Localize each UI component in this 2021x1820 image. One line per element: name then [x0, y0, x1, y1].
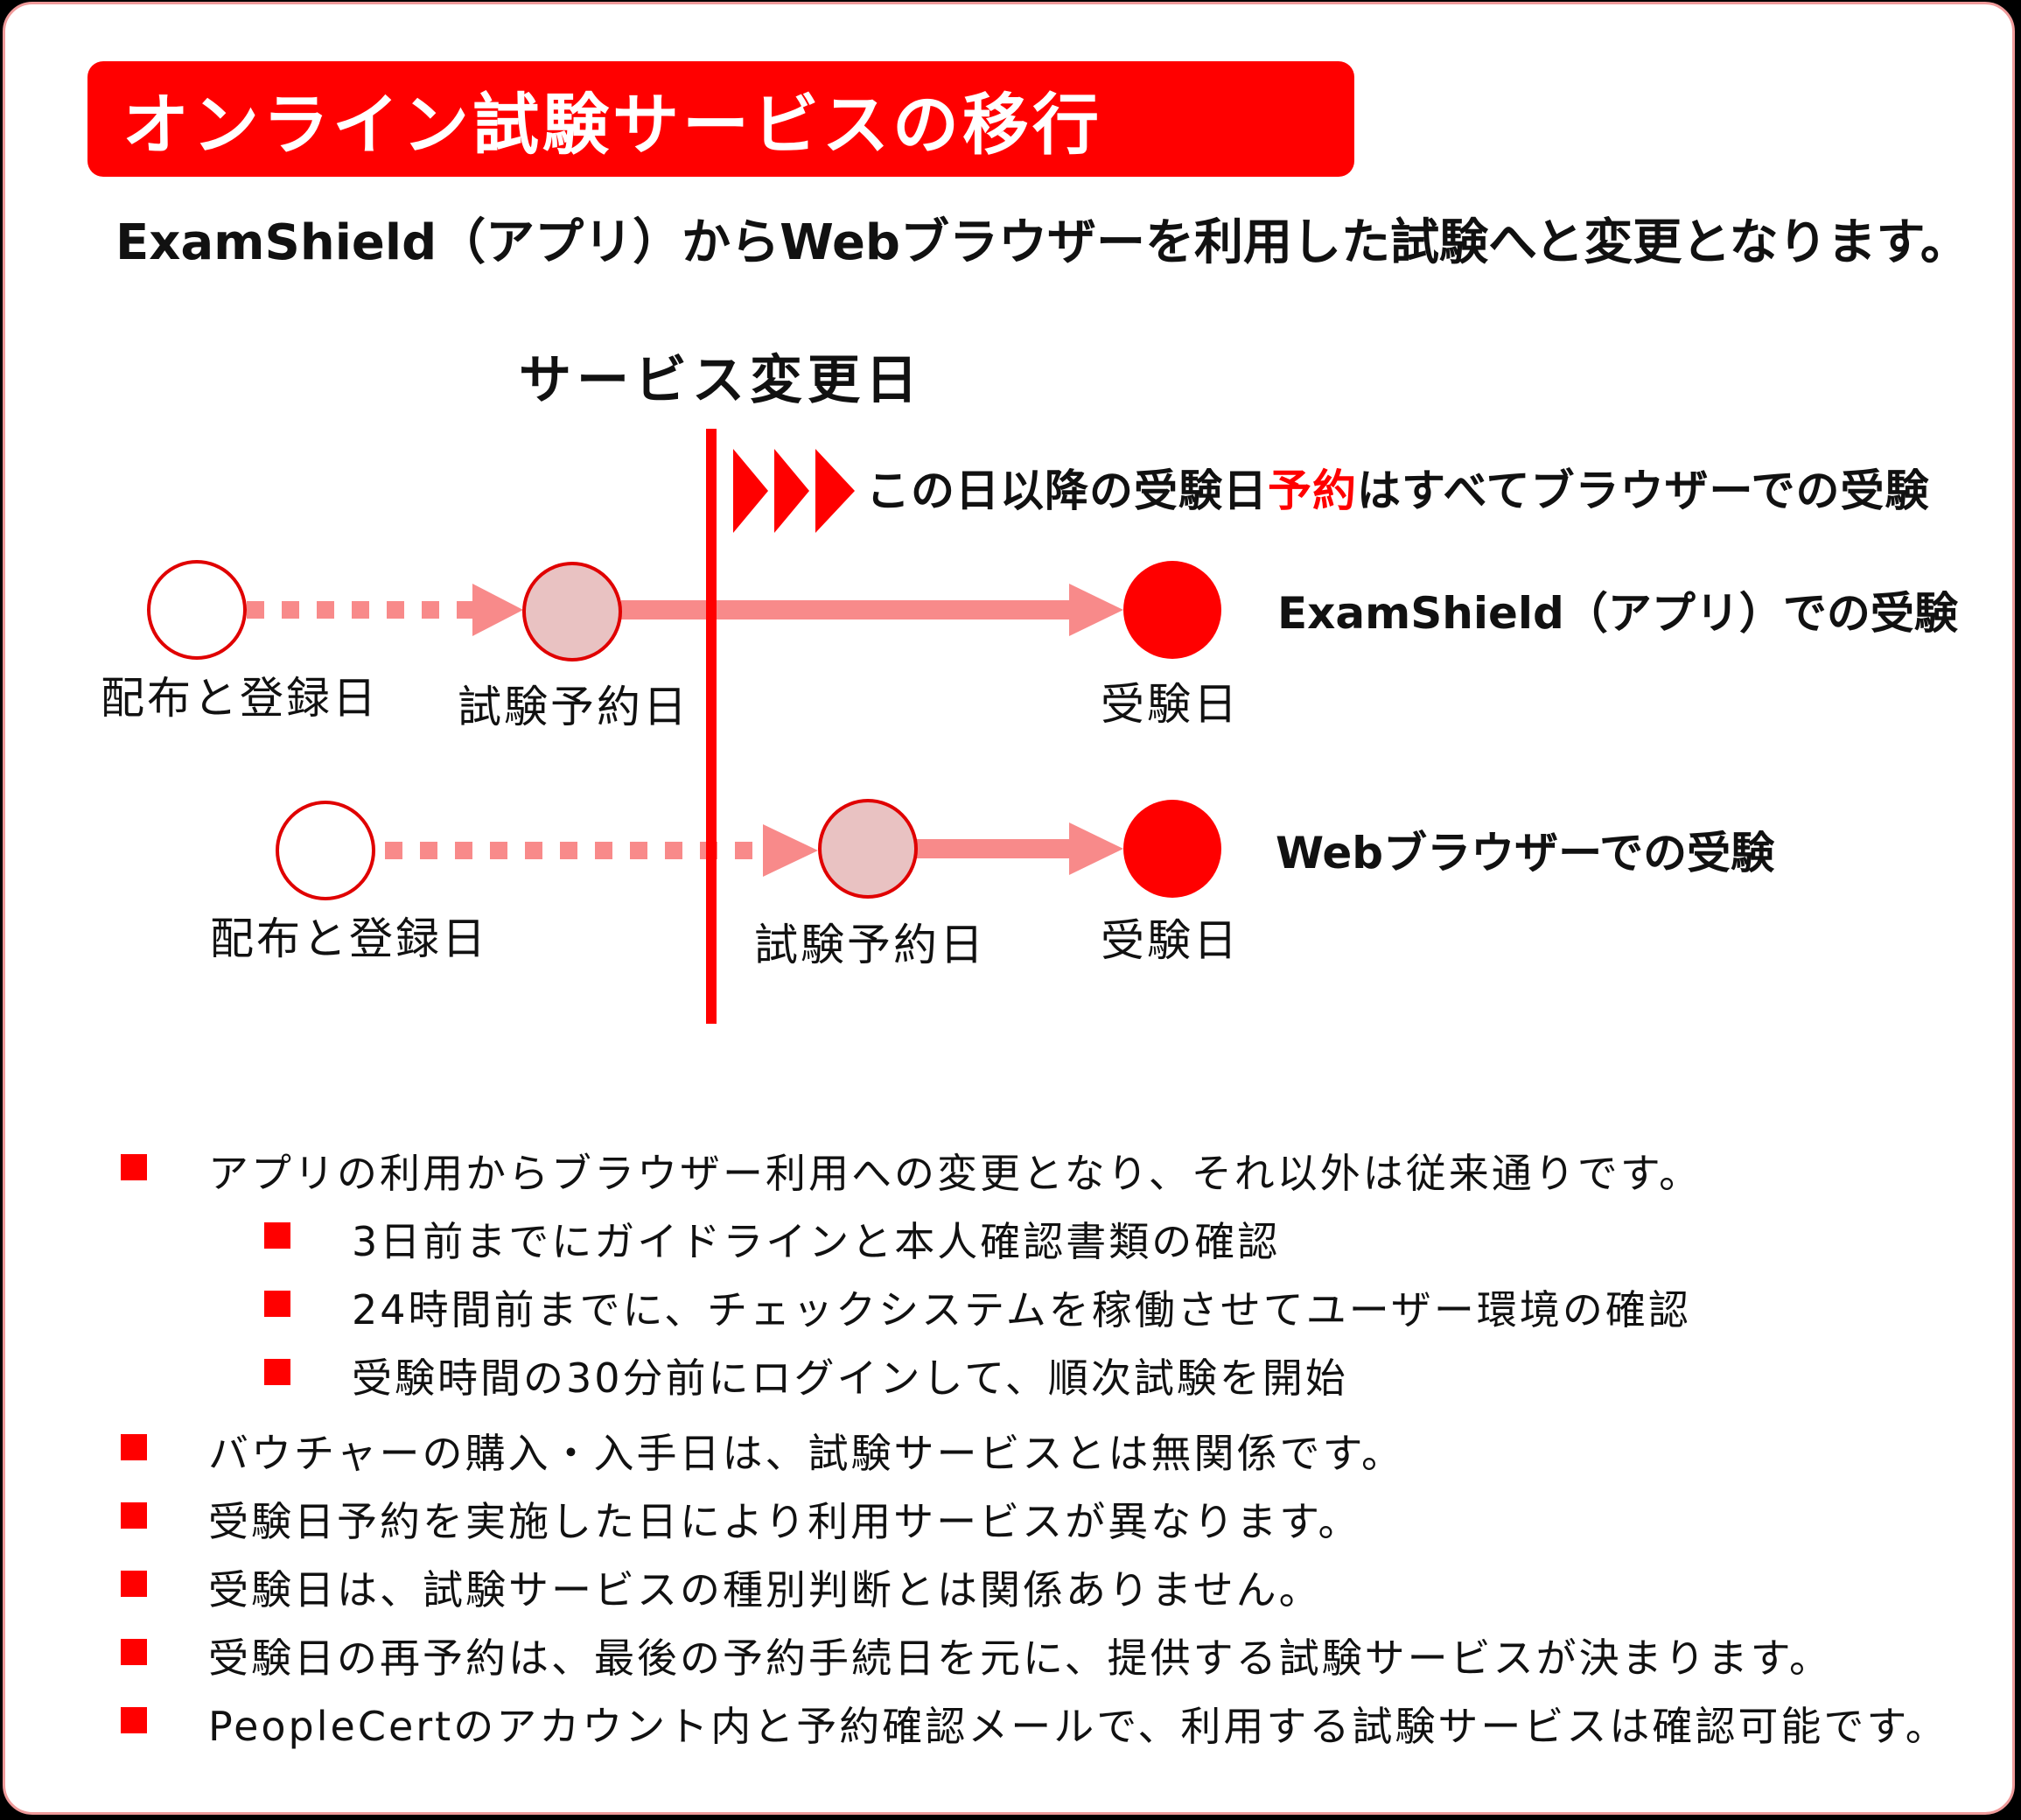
row2-service-label: Webブラウザーでの受験	[1276, 828, 1775, 878]
bullet-square-icon	[121, 1502, 147, 1529]
page-title: オンライン試験サービスの移行	[122, 86, 1102, 164]
row2-exam-node	[1123, 800, 1221, 898]
bullet-square-icon	[264, 1291, 290, 1317]
row2-reserve-label: 試験予約日	[754, 920, 986, 970]
bullet-square-icon	[121, 1639, 147, 1665]
change-day-label: サービス変更日	[519, 350, 923, 411]
row1-exam-label: 受験日	[1101, 679, 1240, 730]
row1-exam-node	[1123, 561, 1221, 659]
slide-card	[3, 2, 2015, 1815]
row1-service-label: ExamShield（アプリ）での受験	[1277, 588, 1959, 639]
arrow-note: この日以降の受験日予約はすべてブラウザーでの受験	[866, 466, 1930, 516]
timeline-diagram: サービス変更日 この日以降の受験日予約はすべてブラウザーでの受験 配布と登録日 …	[101, 350, 1959, 1024]
arrow-note-pre: この日以降の受験日	[866, 466, 1268, 516]
row2-start-node	[276, 801, 375, 900]
row1-solid-arrowhead	[1069, 584, 1123, 636]
bullet-square-icon	[264, 1359, 290, 1385]
row1-reserve-node	[522, 562, 622, 662]
row2-dotted-arrowhead	[763, 824, 818, 877]
arrow-note-post: はすべてブラウザーでの受験	[1357, 466, 1930, 516]
bullet-square-icon	[121, 1571, 147, 1597]
subtitle: ExamShield（アプリ）からWebブラウザーを利用した試験へと変更となりま…	[115, 214, 1969, 271]
bullet-square-icon	[121, 1154, 147, 1180]
bullet-square-icon	[121, 1434, 147, 1460]
title-banner: オンライン試験サービスの移行	[87, 61, 1354, 177]
bullet-square-icon	[264, 1222, 290, 1249]
row2-reserve-node	[818, 799, 918, 899]
row1-start-node	[147, 560, 247, 660]
row2-exam-label: 受験日	[1101, 915, 1240, 966]
row1-start-label: 配布と登録日	[101, 673, 379, 724]
row2-start-label: 配布と登録日	[210, 914, 488, 964]
arrow-note-highlight: 予約	[1268, 466, 1357, 516]
row1-dotted-arrowhead	[472, 584, 523, 636]
row2-solid-arrowhead	[1069, 822, 1123, 875]
bullet-square-icon	[121, 1707, 147, 1733]
row1-reserve-label: 試験予約日	[458, 682, 689, 732]
forward-chevrons-icon	[733, 449, 855, 533]
